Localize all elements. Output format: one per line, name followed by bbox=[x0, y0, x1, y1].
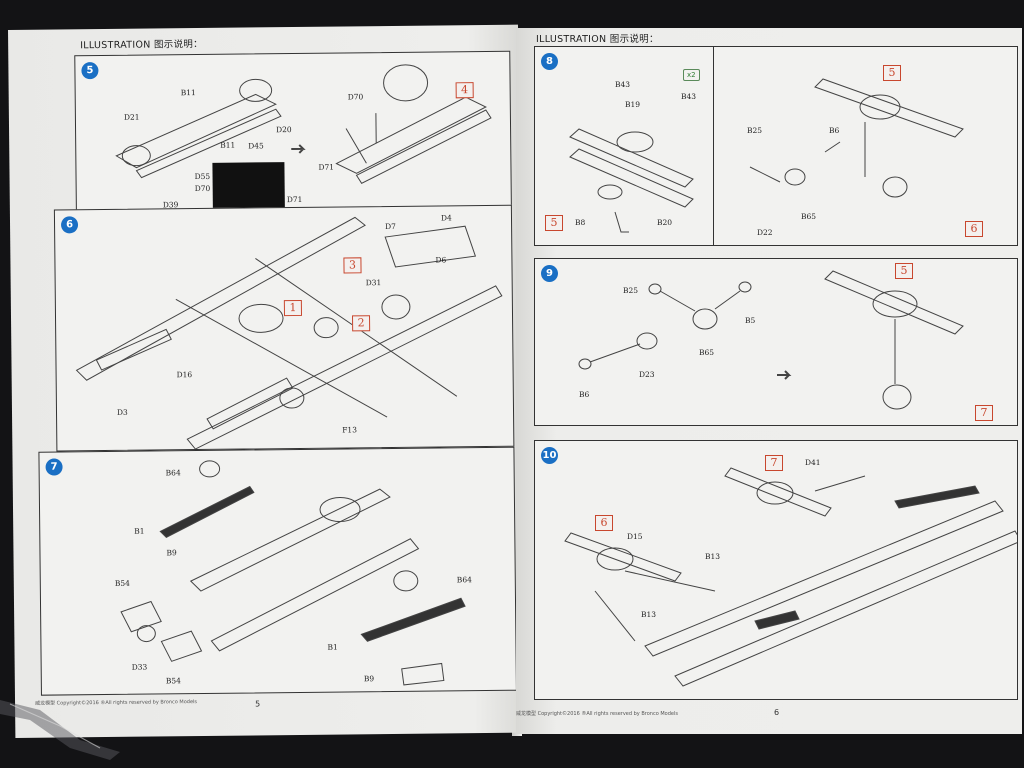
assembly-ref-box: 6 bbox=[595, 515, 613, 531]
step-7-drawing: B64 B1 B9 B54 D33 B54 B64 B1 B9 bbox=[115, 460, 472, 686]
part-label: B43 bbox=[681, 92, 696, 101]
left-page: ILLUSTRATION 图示说明： 5 D21 B11 B11 D20 D45 bbox=[8, 24, 526, 738]
part-label: B54 bbox=[166, 676, 181, 685]
part-label: D6 bbox=[435, 255, 446, 264]
part-label: B65 bbox=[801, 212, 816, 221]
plastic-wrap bbox=[0, 700, 120, 760]
part-label: D21 bbox=[124, 113, 140, 122]
part-label: B1 bbox=[327, 643, 337, 652]
part-label: D71 bbox=[287, 195, 303, 204]
part-label: F13 bbox=[342, 425, 357, 434]
part-label: D55 bbox=[194, 172, 210, 181]
part-label: B54 bbox=[115, 579, 130, 588]
part-label: B13 bbox=[705, 552, 720, 561]
part-label: D70 bbox=[195, 184, 211, 193]
part-label: B19 bbox=[625, 100, 640, 109]
part-label: B25 bbox=[747, 126, 762, 135]
step-8-drawing: B43 B19 B43 B8 B20 B25 B6 B65 D22 bbox=[569, 78, 964, 237]
step-7-panel: 7 B64 B1 B9 B54 D33 B54 bbox=[38, 446, 517, 696]
reference-photo bbox=[212, 162, 285, 214]
step-number: 9 bbox=[541, 265, 558, 282]
part-label: B8 bbox=[575, 218, 586, 227]
assembly-ref-box: 3 bbox=[343, 257, 362, 274]
divider bbox=[713, 47, 714, 245]
assembly-ref-box: 4 bbox=[455, 82, 474, 99]
step-number: 8 bbox=[541, 53, 558, 70]
page-header: ILLUSTRATION 图示说明： bbox=[80, 38, 204, 52]
part-label: B20 bbox=[657, 218, 672, 227]
part-label: B1 bbox=[134, 527, 144, 536]
quantity-badge: x2 bbox=[683, 69, 700, 81]
part-label: D41 bbox=[805, 458, 821, 467]
assembly-ref-box: 5 bbox=[883, 65, 901, 81]
part-label: B11 bbox=[181, 88, 196, 97]
assembly-ref-box: 6 bbox=[965, 221, 983, 237]
part-label: B43 bbox=[615, 80, 630, 89]
assembly-ref-box: 7 bbox=[975, 405, 993, 421]
page-number: 6 bbox=[774, 708, 780, 717]
page-number: 5 bbox=[255, 699, 261, 709]
part-label: B64 bbox=[166, 468, 181, 477]
part-label: B25 bbox=[623, 286, 638, 295]
part-label: B5 bbox=[745, 316, 756, 325]
step-8-panel: 8 B43 B19 B43 B8 B20 B25 bbox=[534, 46, 1018, 246]
step-9-panel: 9 B25 B5 B65 D23 B6 bbox=[534, 258, 1018, 426]
part-label: B9 bbox=[166, 548, 177, 557]
step-6-panel: 6 D7 D4 D31 D6 D16 D3 F13 bbox=[53, 204, 515, 452]
copyright-footer: 威龙模型 Copyright©2016 ®All rights reserved… bbox=[516, 711, 678, 717]
part-label: D33 bbox=[132, 663, 148, 672]
part-label: D7 bbox=[385, 222, 396, 231]
part-label: D70 bbox=[348, 92, 364, 101]
part-label: D3 bbox=[117, 408, 128, 417]
step-number: 10 bbox=[541, 447, 558, 464]
part-label: B9 bbox=[364, 674, 375, 683]
step-10-panel: 10 D41 D15 B13 B13 7 6 bbox=[534, 440, 1018, 700]
part-label: B65 bbox=[699, 348, 714, 357]
part-label: D31 bbox=[366, 278, 382, 287]
part-label: B6 bbox=[579, 390, 590, 399]
part-label: D71 bbox=[318, 163, 334, 172]
part-label: D23 bbox=[639, 370, 655, 379]
part-label: D16 bbox=[177, 370, 193, 379]
page-header: ILLUSTRATION 图示说明： bbox=[536, 34, 659, 45]
part-label: D4 bbox=[441, 213, 452, 222]
part-label: B13 bbox=[641, 610, 656, 619]
step-5-panel: 5 D21 B11 B11 D20 D45 D55 D70 bbox=[74, 50, 512, 214]
assembly-ref-box: 1 bbox=[283, 299, 303, 317]
step-10-drawing: D41 D15 B13 B13 bbox=[564, 458, 1017, 687]
part-label: D39 bbox=[163, 200, 179, 209]
part-label: D20 bbox=[276, 125, 292, 134]
part-label: B6 bbox=[829, 126, 840, 135]
step-6-drawing: D7 D4 D31 D6 D16 D3 F13 bbox=[75, 213, 503, 450]
part-label: B11 bbox=[220, 141, 235, 150]
assembly-ref-box: 5 bbox=[895, 263, 913, 279]
part-label: B64 bbox=[457, 575, 472, 584]
step-5-drawing: D21 B11 B11 D20 D45 D55 D70 D39 D70 D71 … bbox=[115, 64, 492, 209]
right-page: ILLUSTRATION 图示说明： 8 B43 B19 B43 B8 bbox=[516, 28, 1022, 734]
step-9-drawing: B25 B5 B65 D23 B6 bbox=[578, 270, 964, 410]
part-label: D15 bbox=[627, 532, 643, 541]
assembly-ref-box: 5 bbox=[545, 215, 563, 231]
assembly-ref-box: 7 bbox=[765, 455, 783, 471]
part-label: D22 bbox=[757, 228, 773, 237]
assembly-ref-box: 2 bbox=[352, 315, 371, 332]
part-label: D45 bbox=[248, 141, 264, 150]
